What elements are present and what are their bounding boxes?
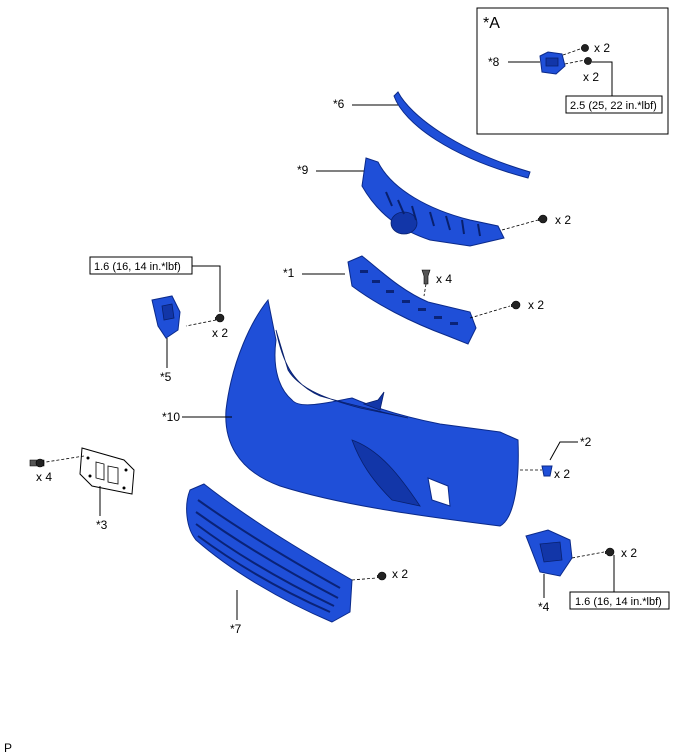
label-part-1: *1 <box>283 266 295 280</box>
fog-lamp-opening <box>427 477 451 507</box>
label-part-6: *6 <box>333 97 345 111</box>
part-1-bracket <box>347 255 477 345</box>
part-6-molding <box>393 91 531 179</box>
qty-part-4: x 2 <box>621 546 637 560</box>
bolt-icon <box>215 313 225 323</box>
grille-slats <box>195 499 341 613</box>
inset-qty-b: x 2 <box>583 70 599 84</box>
clip-icon <box>421 269 431 285</box>
bolt-icon <box>605 547 615 557</box>
bolt-icon <box>584 57 592 65</box>
label-part-10: *10 <box>162 410 180 424</box>
torque-box-4 <box>569 591 670 610</box>
part-9-grille <box>361 157 505 247</box>
inset-torque-box <box>565 95 663 114</box>
qty-part-2: x 2 <box>554 467 570 481</box>
bolt-icon <box>538 214 548 224</box>
qty-part-3: x 4 <box>36 470 52 484</box>
part-7-lower-grille <box>186 483 353 623</box>
clip-icon <box>541 465 553 477</box>
part-10-bumper-cover <box>225 298 519 527</box>
part-3-license-bracket <box>79 447 135 495</box>
inset-frame <box>476 7 669 135</box>
inset-title: *A <box>483 15 500 32</box>
bumper-lower-opening <box>351 439 421 507</box>
label-part-9: *9 <box>297 163 309 177</box>
inset-qty-a: x 2 <box>594 41 610 55</box>
bolt-icon <box>511 300 521 310</box>
corner-mark: P <box>4 741 12 755</box>
qty-part-5: x 2 <box>212 326 228 340</box>
emblem-mount <box>390 211 418 235</box>
torque-part-5: 1.6 (16, 14 in.*lbf) <box>94 261 181 273</box>
bolt-icon <box>377 571 387 581</box>
inset-torque: 2.5 (25, 22 in.*lbf) <box>570 100 657 112</box>
qty-part-7: x 2 <box>392 567 408 581</box>
torque-part-4: 1.6 (16, 14 in.*lbf) <box>575 596 662 608</box>
bolt-icon <box>29 458 45 468</box>
label-part-4: *4 <box>538 600 550 614</box>
qty-part-9: x 2 <box>555 213 571 227</box>
bolt-icon <box>581 44 589 52</box>
qty-part-1-clip: x 4 <box>436 272 452 286</box>
label-part-3: *3 <box>96 518 108 532</box>
inset-part-label: *8 <box>488 55 500 69</box>
qty-part-1-bolt: x 2 <box>528 298 544 312</box>
label-part-5: *5 <box>160 370 172 384</box>
label-part-2: *2 <box>580 435 592 449</box>
label-part-7: *7 <box>230 622 242 636</box>
